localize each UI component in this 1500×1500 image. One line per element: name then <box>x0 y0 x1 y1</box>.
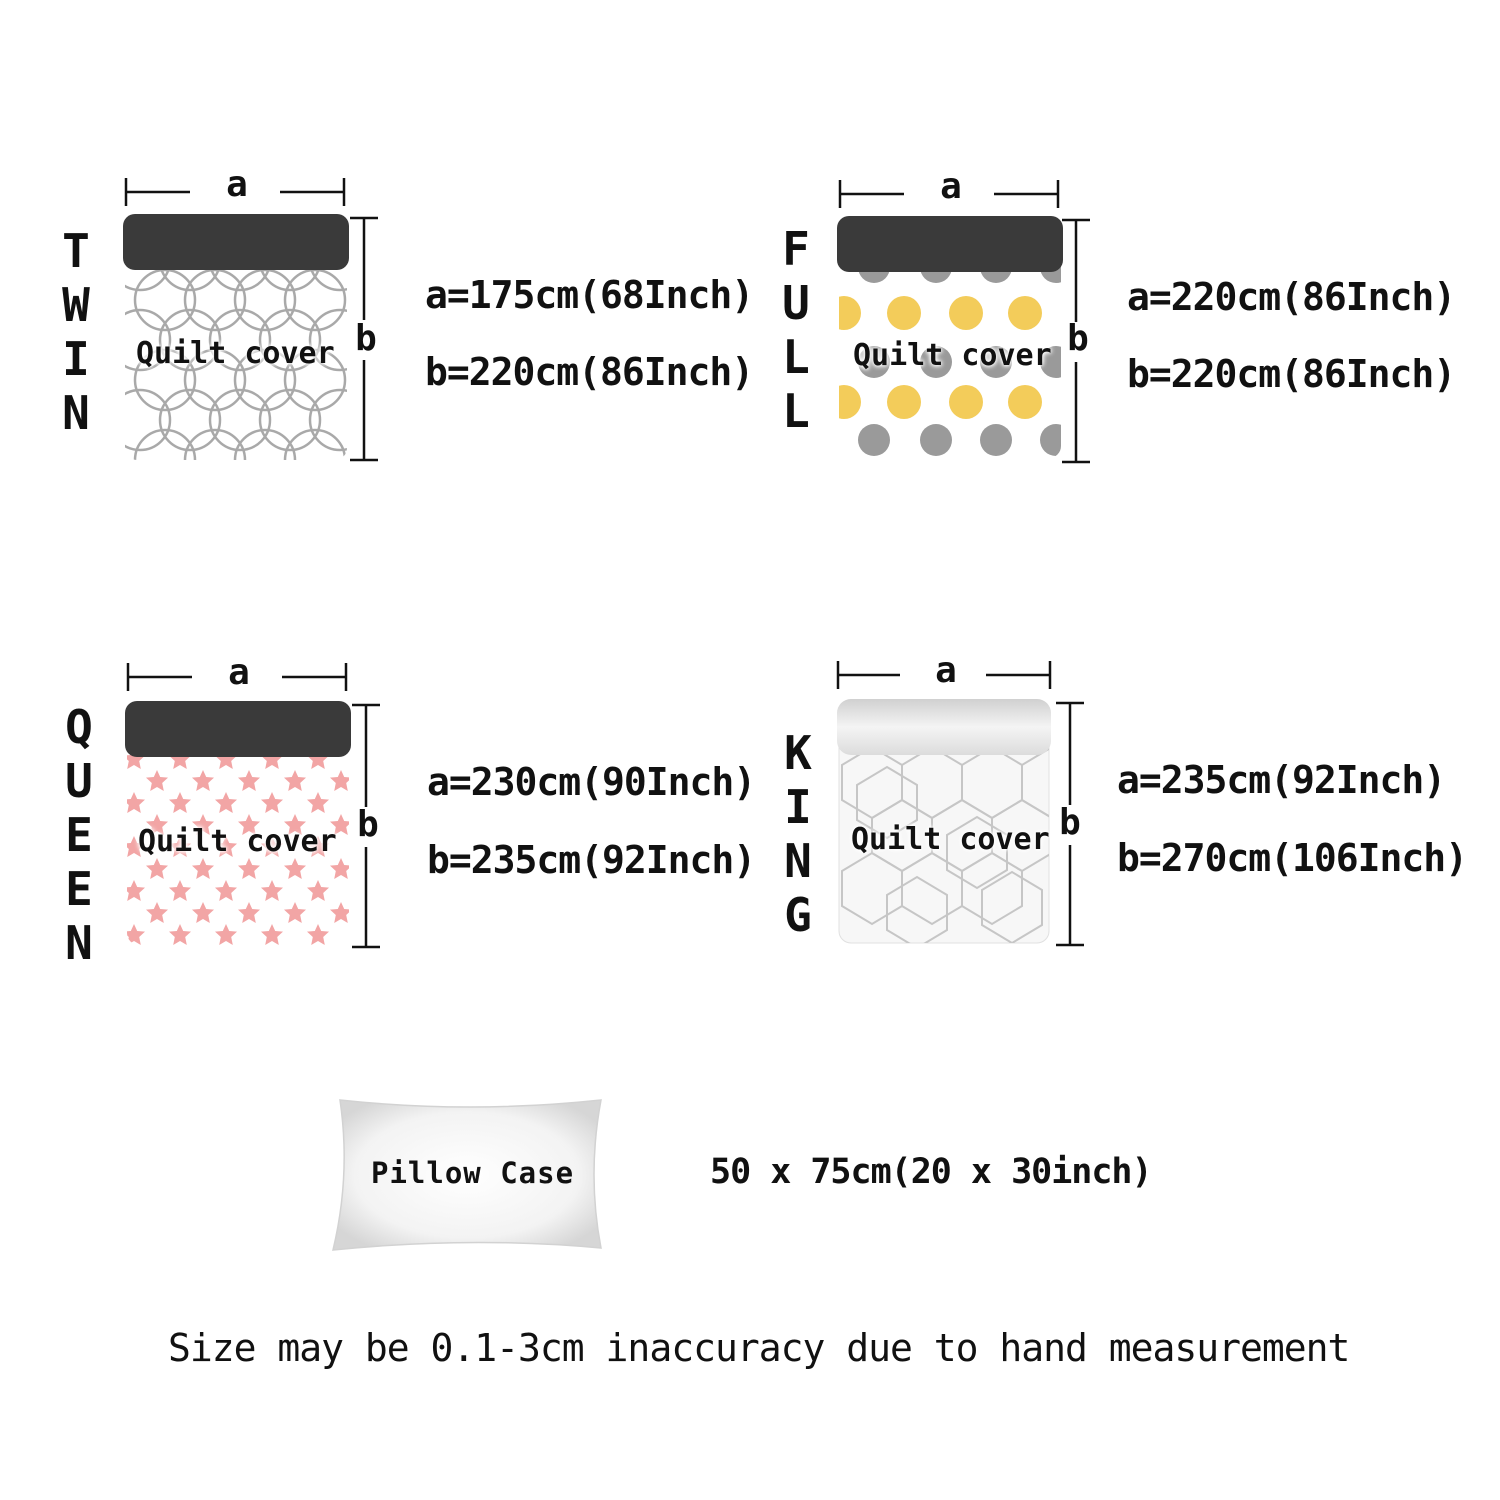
size-letter: I <box>62 332 90 386</box>
size-letter: I <box>784 780 812 834</box>
quilt-top-band <box>837 699 1051 755</box>
height-measurement: b=220cm(86Inch) <box>1127 352 1456 396</box>
twin-quilt-illustration <box>123 178 378 462</box>
width-measurement: a=235cm(92Inch) <box>1117 758 1446 802</box>
width-label: a <box>228 652 250 693</box>
measurement-disclaimer: Size may be 0.1-3cm inaccuracy due to ha… <box>168 1326 1350 1370</box>
quilt-cover-label: Quilt cover <box>853 338 1052 373</box>
size-letter: Q <box>65 700 93 754</box>
height-label: b <box>1067 318 1089 359</box>
height-measurement: b=235cm(92Inch) <box>427 838 756 882</box>
hexagon-line-pattern <box>841 745 1049 943</box>
size-letter: K <box>784 726 812 780</box>
size-letter: F <box>782 222 810 276</box>
height-label: b <box>355 318 377 359</box>
quilt-top-band <box>125 701 351 757</box>
pillow-case-size: 50 x 75cm(20 x 30inch) <box>710 1152 1153 1192</box>
size-letter: L <box>782 384 810 438</box>
height-label: b <box>1059 802 1081 843</box>
size-letter: N <box>62 386 90 440</box>
width-measurement: a=220cm(86Inch) <box>1127 275 1456 319</box>
width-label: a <box>940 166 962 207</box>
size-letter: T <box>62 224 90 278</box>
queen-quilt-illustration <box>125 663 380 949</box>
size-letter: N <box>65 916 93 970</box>
size-letter: E <box>65 862 93 916</box>
pillow-case-label: Pillow Case <box>371 1156 575 1190</box>
quilt-cover-label: Quilt cover <box>138 824 337 859</box>
quilt-top-band <box>123 214 349 270</box>
size-letter: N <box>784 834 812 888</box>
quilt-top-band <box>837 216 1063 272</box>
quilt-cover-label: Quilt cover <box>136 336 335 371</box>
width-label: a <box>935 650 957 691</box>
size-letter: W <box>62 278 90 332</box>
full-quilt-illustration <box>837 180 1090 464</box>
height-measurement: b=270cm(106Inch) <box>1117 836 1468 880</box>
height-label: b <box>357 804 379 845</box>
height-measurement: b=220cm(86Inch) <box>425 350 754 394</box>
size-letter: U <box>782 276 810 330</box>
size-letter: E <box>65 808 93 862</box>
width-label: a <box>226 164 248 205</box>
width-measurement: a=230cm(90Inch) <box>427 760 756 804</box>
size-letter: U <box>65 754 93 808</box>
size-letter: L <box>782 330 810 384</box>
king-quilt-illustration <box>836 661 1084 947</box>
pillow-illustration <box>332 1099 602 1251</box>
width-measurement: a=175cm(68Inch) <box>425 273 754 317</box>
size-letter: G <box>784 888 812 942</box>
quilt-cover-label: Quilt cover <box>851 822 1050 857</box>
